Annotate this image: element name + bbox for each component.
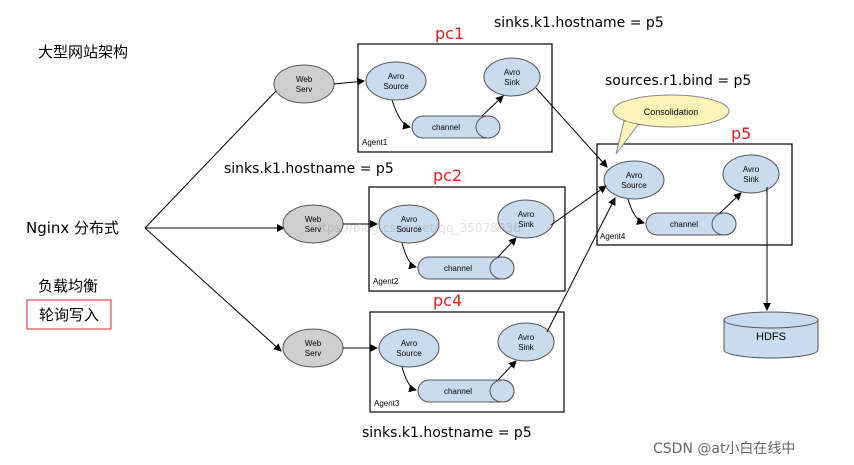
agent1-label: Agent1: [362, 138, 388, 147]
p5-bind: sources.r1.bind = p5: [605, 73, 751, 89]
sink-to-p5-arrows: [535, 87, 616, 333]
svg-text:channel: channel: [444, 264, 472, 273]
agent1-channel: channel: [411, 115, 501, 139]
pc4-hostname: sinks.k1.hostname = p5: [362, 425, 532, 441]
nginx-label: Nginx 分布式: [26, 219, 119, 237]
agent3-box: [369, 311, 565, 413]
agent3-channel: channel: [417, 379, 515, 403]
agent3-label: Agent3: [374, 399, 400, 408]
load-balance-label: 负载均衡: [38, 277, 98, 295]
hdfs-cylinder: HDFS: [723, 311, 819, 359]
agent2-box: [368, 186, 566, 292]
consolidation-callout: Consolidation: [612, 94, 730, 155]
pc1-hostname: sinks.k1.hostname = p5: [494, 15, 664, 31]
agent4-box: [596, 143, 793, 246]
svg-text:channel: channel: [444, 387, 472, 396]
pc2-label: pc2: [433, 166, 462, 185]
pc1-label: pc1: [435, 24, 464, 43]
round-robin-label: 轮询写入: [39, 306, 99, 324]
p5-label: p5: [731, 124, 751, 143]
pc4-label: pc4: [433, 291, 462, 310]
consolidation-text: Consolidation: [644, 107, 699, 117]
hdfs-label: HDFS: [756, 331, 786, 343]
page-title: 大型网站架构: [38, 43, 128, 61]
agent2-channel: channel: [417, 256, 515, 280]
svg-text:channel: channel: [432, 123, 460, 132]
nginx-fan-lines: [144, 90, 285, 352]
footer-credit: CSDN @at小白在线中: [653, 441, 795, 457]
agent2-label: Agent2: [373, 277, 399, 286]
agent1-box: [357, 43, 553, 153]
agent4-channel: channel: [645, 212, 737, 236]
pc2-hostname: sinks.k1.hostname = p5: [224, 161, 394, 177]
agent4-label: Agent4: [600, 232, 626, 241]
web-serv-1-l1: Web: [296, 75, 313, 84]
svg-text:channel: channel: [670, 220, 698, 229]
watermark: https://blog.csdn.net/qq_35078936: [310, 221, 521, 235]
web-serv-1-l2: Serv: [296, 85, 312, 94]
round-robin-box: [26, 299, 112, 330]
